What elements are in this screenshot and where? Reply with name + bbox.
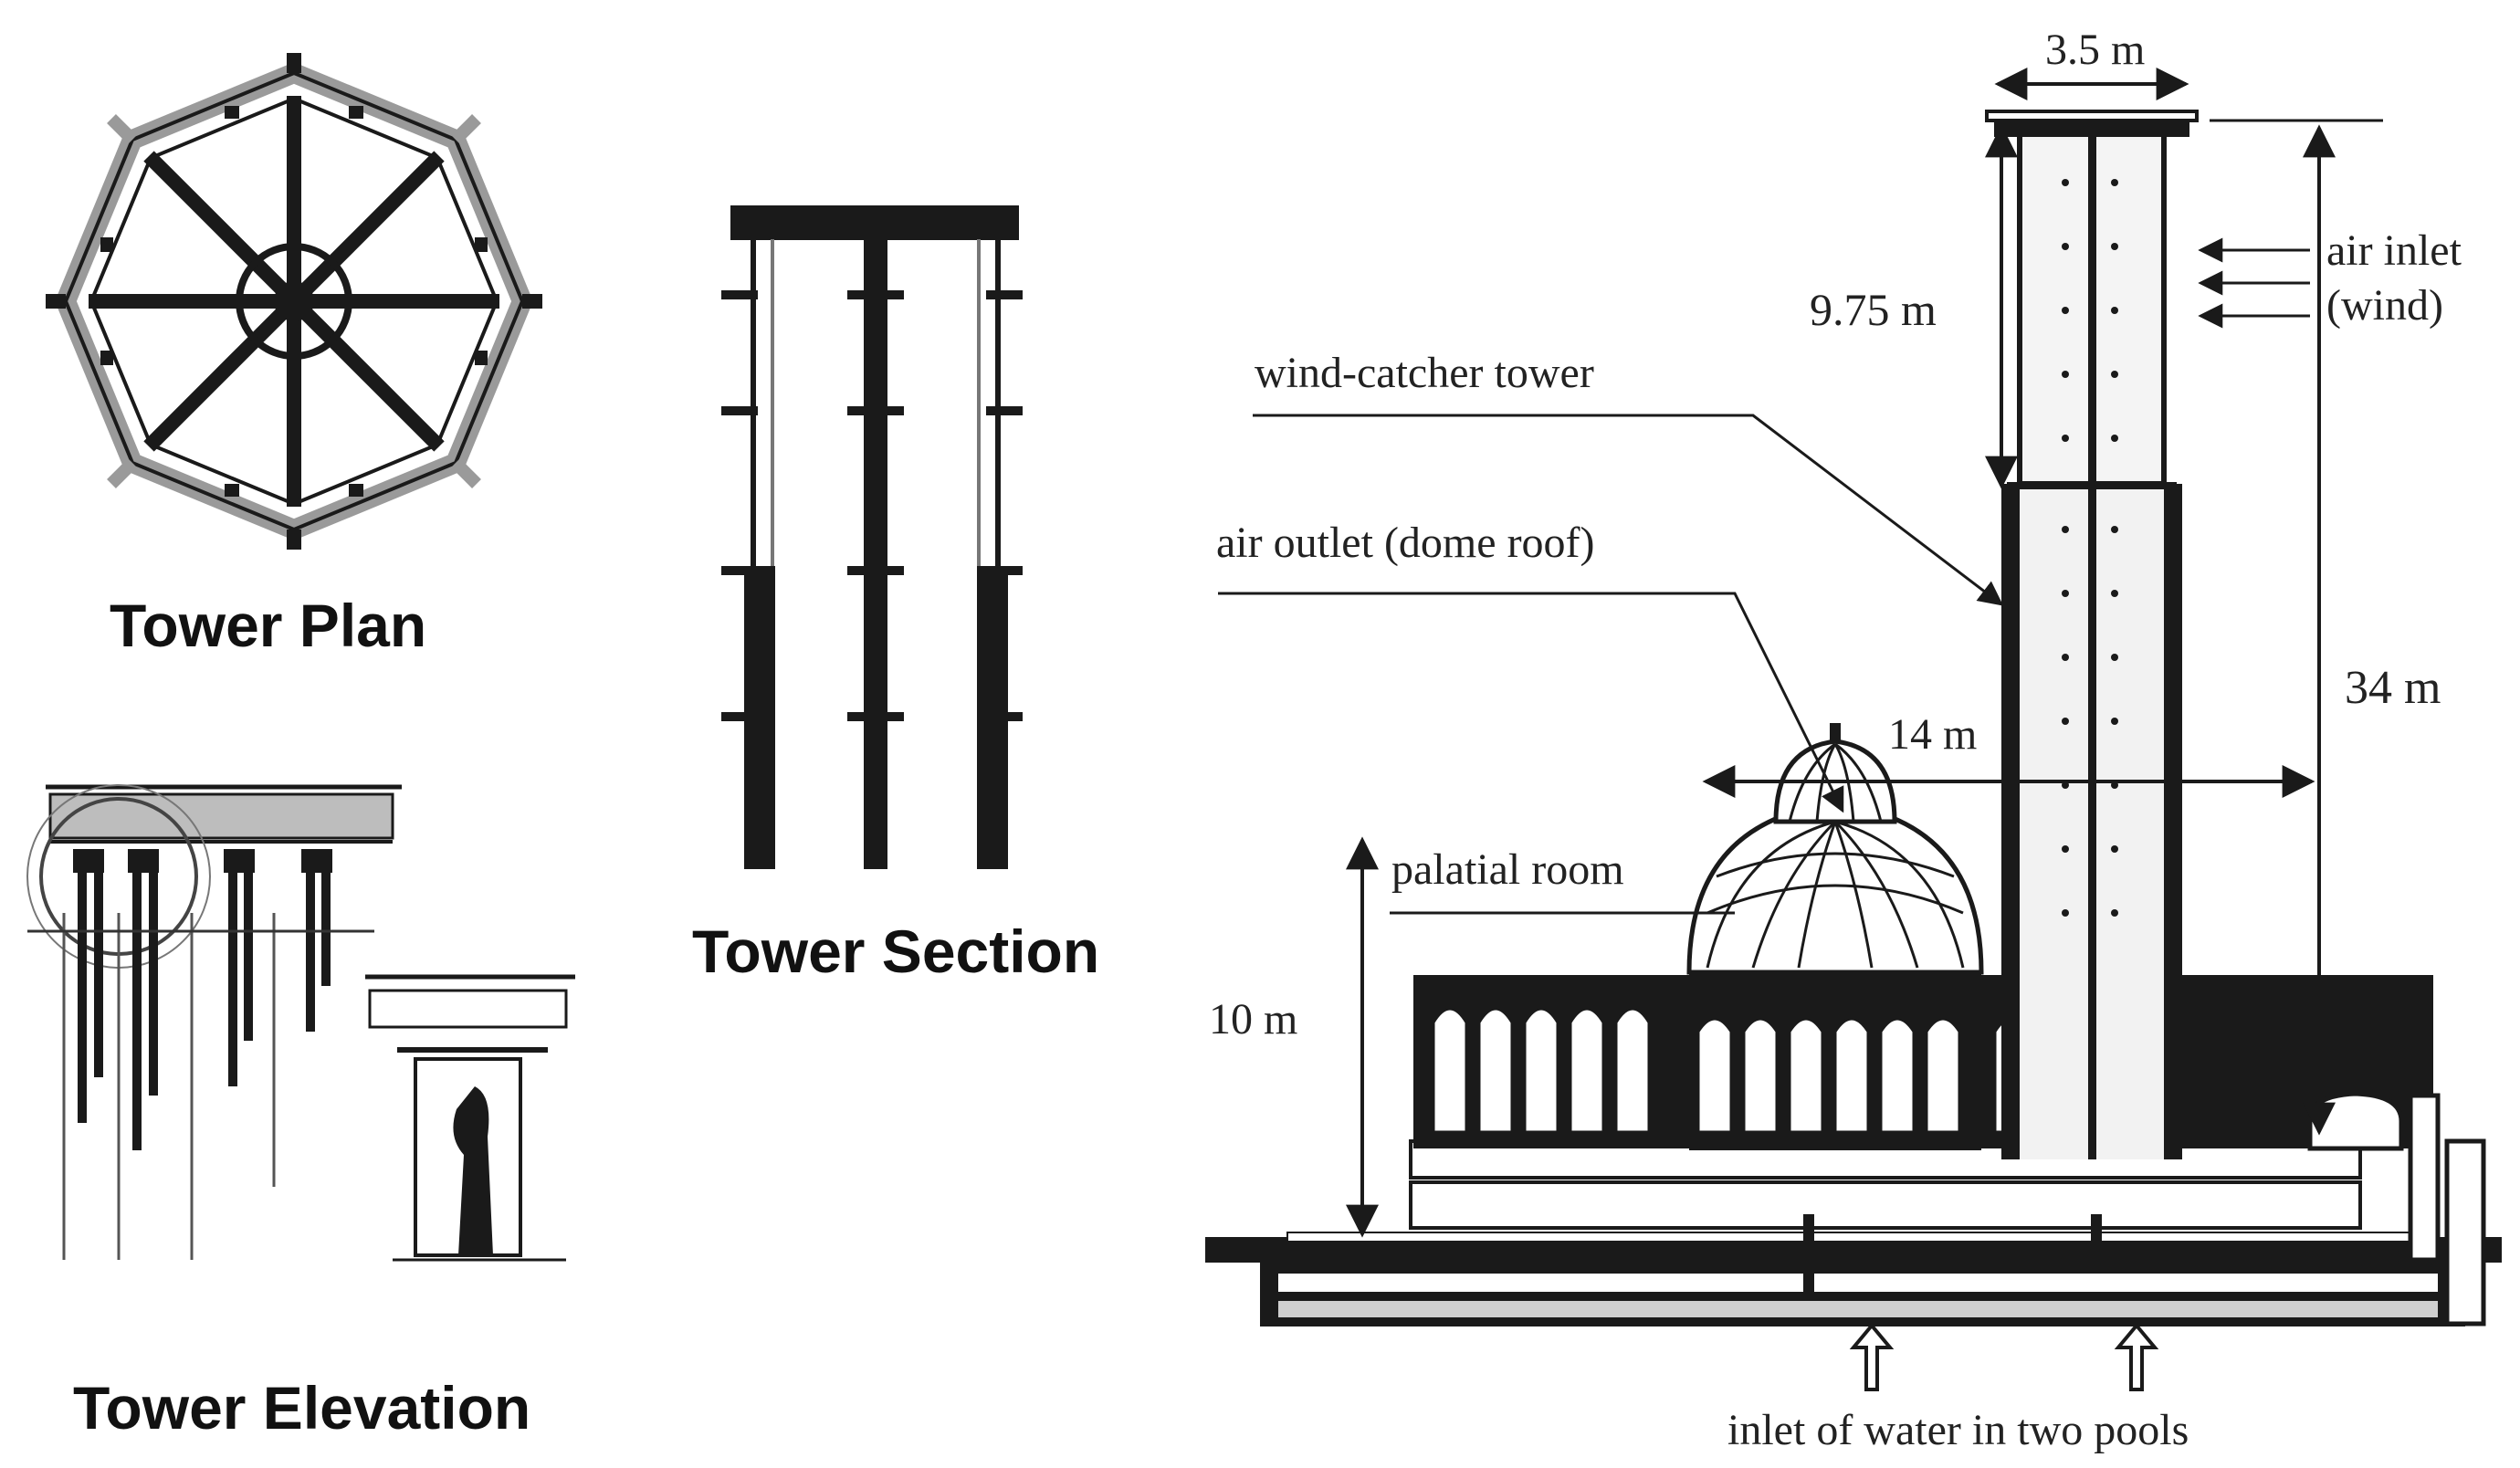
span-label: 14 m [1888, 710, 1977, 759]
room-height-label: 10 m [1209, 995, 1297, 1043]
water-inlet-label: inlet of water in two pools [1727, 1406, 2189, 1454]
upper-height-label: 9.75 m [1810, 284, 1937, 335]
wind-catcher-section-drawing [1205, 68, 2502, 1391]
top-width-label: 3.5 m [2045, 26, 2145, 74]
tower-elevation-caption: Tower Elevation [73, 1374, 530, 1442]
air-inlet-wind-label: (wind) [2326, 281, 2443, 330]
tower-plan-caption: Tower Plan [110, 592, 426, 659]
tower-section-caption: Tower Section [692, 918, 1099, 985]
air-inlet-label: air inlet [2326, 226, 2462, 275]
total-height-label: 34 m [2345, 662, 2441, 714]
tower-section-drawing [721, 205, 1023, 869]
palatial-room-label: palatial room [1391, 845, 1624, 894]
tower-plan-drawing [46, 53, 542, 550]
tower-elevation-drawing [26, 784, 575, 1262]
air-outlet-label: air outlet (dome roof) [1216, 519, 1595, 567]
wind-catcher-tower-label: wind-catcher tower [1255, 349, 1594, 397]
